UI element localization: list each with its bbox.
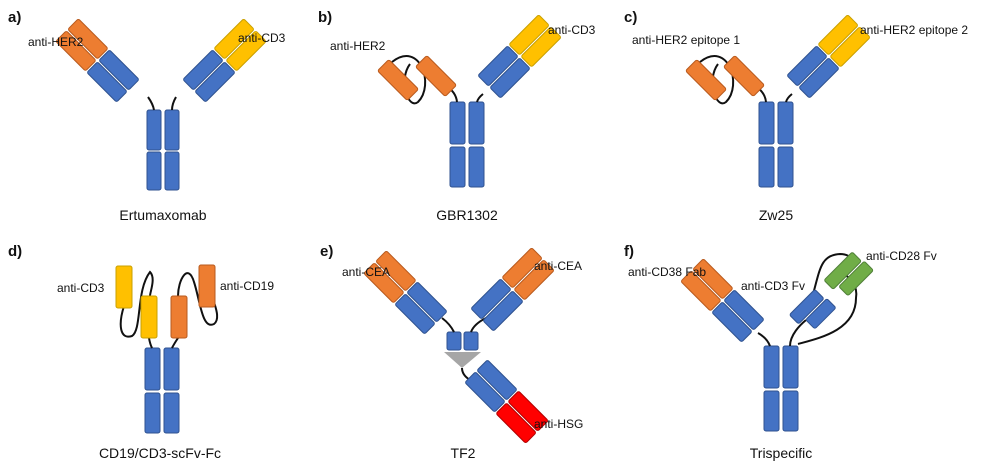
panel-d-caption: CD19/CD3-scFv-Fc <box>99 445 221 461</box>
panel-a-label-2: anti-CD3 <box>238 31 286 45</box>
panel-a-caption: Ertumaxomab <box>119 207 206 223</box>
panel-c: c) anti-HER2 epitope 1 anti-HER2 epitope… <box>624 9 968 223</box>
panel-f: f) anti-CD38 Fab anti-CD3 Fv anti-CD28 F… <box>624 243 937 461</box>
panel-d-label-2: anti-CD19 <box>220 279 274 293</box>
panel-a-letter: a) <box>8 9 21 26</box>
panel-d-letter: d) <box>8 243 22 260</box>
panel-d-label-1: anti-CD3 <box>57 281 105 295</box>
panel-e-letter: e) <box>320 243 333 260</box>
panel-f-label-1: anti-CD38 Fab <box>628 265 706 279</box>
panel-b: b) anti-HER2 anti-CD3 GBR1302 <box>318 9 596 223</box>
panel-e-label-1: anti-CEA <box>342 265 390 279</box>
panel-c-label-2: anti-HER2 epitope 2 <box>860 23 968 37</box>
panel-b-label-1: anti-HER2 <box>330 39 386 53</box>
panel-c-caption: Zw25 <box>759 207 793 223</box>
panel-b-caption: GBR1302 <box>436 207 498 223</box>
panel-e-label-2: anti-CEA <box>534 259 582 273</box>
panel-b-letter: b) <box>318 9 332 26</box>
panel-b-label-2: anti-CD3 <box>548 23 596 37</box>
panel-e-caption: TF2 <box>451 445 476 461</box>
panel-a: a) anti-HER2 anti-CD3 Ertumaxomab <box>8 9 286 223</box>
panel-c-label-1: anti-HER2 epitope 1 <box>632 33 740 47</box>
panel-f-label-3: anti-CD28 Fv <box>866 249 937 263</box>
panel-f-caption: Trispecific <box>750 445 813 461</box>
panel-e: e) anti-CEA anti-CEA ant <box>320 243 583 461</box>
panel-f-label-2: anti-CD3 Fv <box>741 279 805 293</box>
panel-c-letter: c) <box>624 9 637 26</box>
panel-e-label-3: anti-HSG <box>534 417 583 431</box>
panel-d: d) anti-CD3 anti-CD19 CD19/CD3-scFv-Fc <box>8 243 274 461</box>
panel-a-label-1: anti-HER2 <box>28 35 84 49</box>
panel-f-letter: f) <box>624 243 634 260</box>
